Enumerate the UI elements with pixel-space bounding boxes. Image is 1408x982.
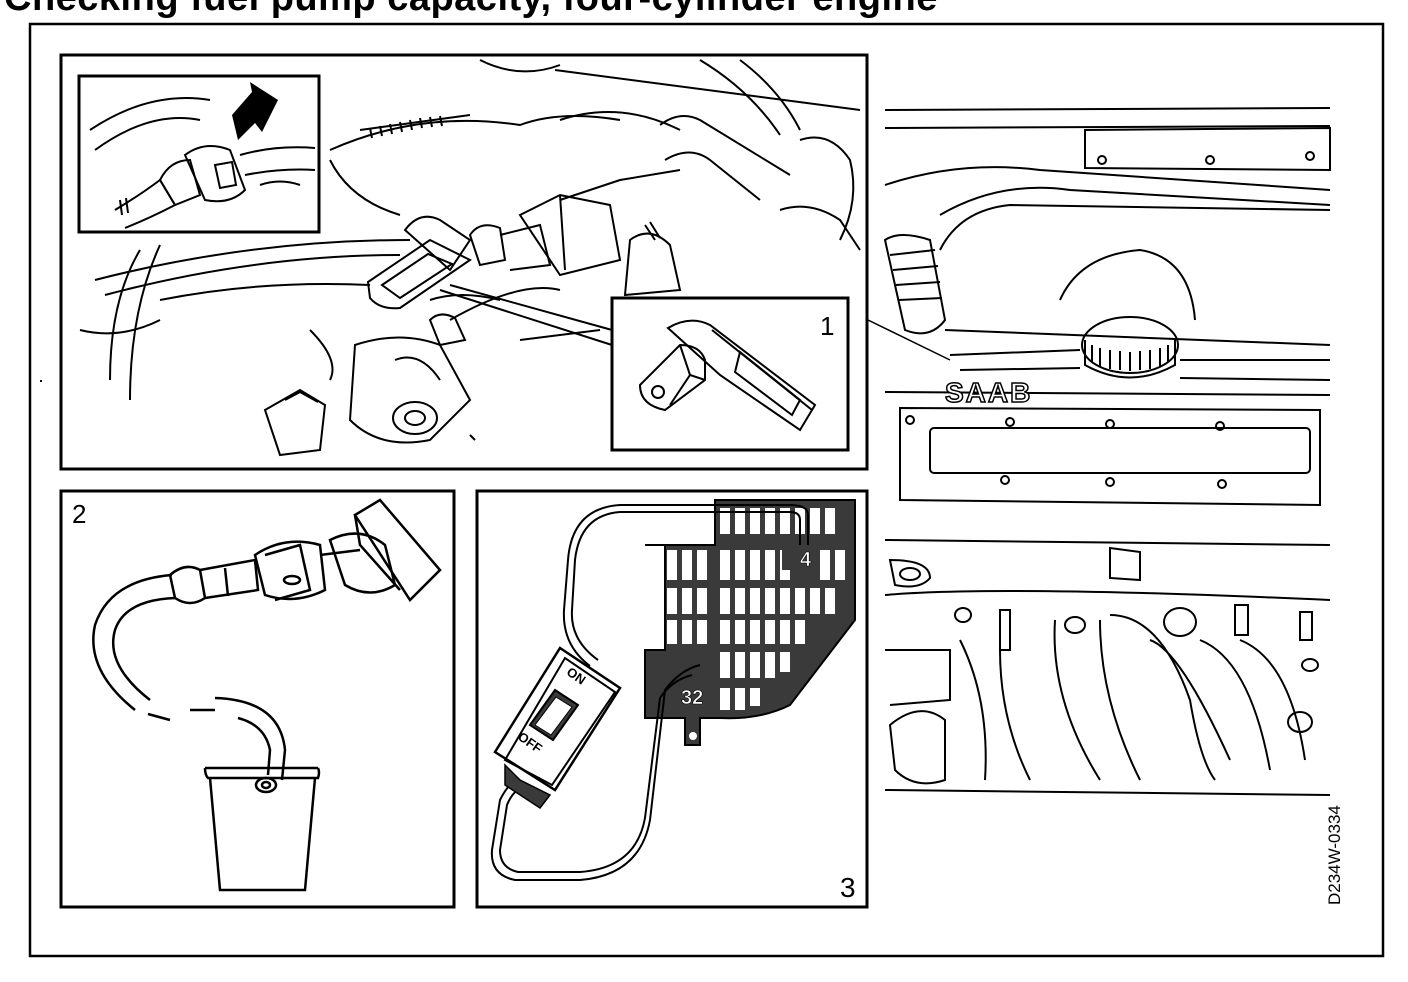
tool-detail-box: 1 xyxy=(610,296,850,452)
panel-2-number: 2 xyxy=(72,499,86,529)
connector-inset xyxy=(77,74,321,234)
outer-frame xyxy=(28,22,1385,958)
arrow-icon xyxy=(232,82,278,140)
fuse-32-label: 32 xyxy=(681,687,703,709)
panel-3-number: 3 xyxy=(840,872,856,903)
page-mark xyxy=(40,380,42,382)
engine-bay-illustration: SAAB xyxy=(867,107,1331,796)
detail-number: 1 xyxy=(820,311,834,341)
on-off-switch: ON OFF xyxy=(493,646,622,810)
figure-code: D234W-0334 xyxy=(1325,805,1344,905)
fuse-4-label: 4 xyxy=(800,549,812,571)
panel-3-fuse-switch: 3 4 32 xyxy=(475,489,869,909)
panel-2-fuel-collection: 2 xyxy=(59,489,456,909)
saab-logo: SAAB xyxy=(945,377,1032,408)
title-text: Checking fuel pump capacity, four-cylind… xyxy=(0,0,938,19)
panel-1-fuel-connector: 1 xyxy=(59,53,869,471)
page-title: Checking fuel pump capacity, four-cylind… xyxy=(0,0,1408,18)
